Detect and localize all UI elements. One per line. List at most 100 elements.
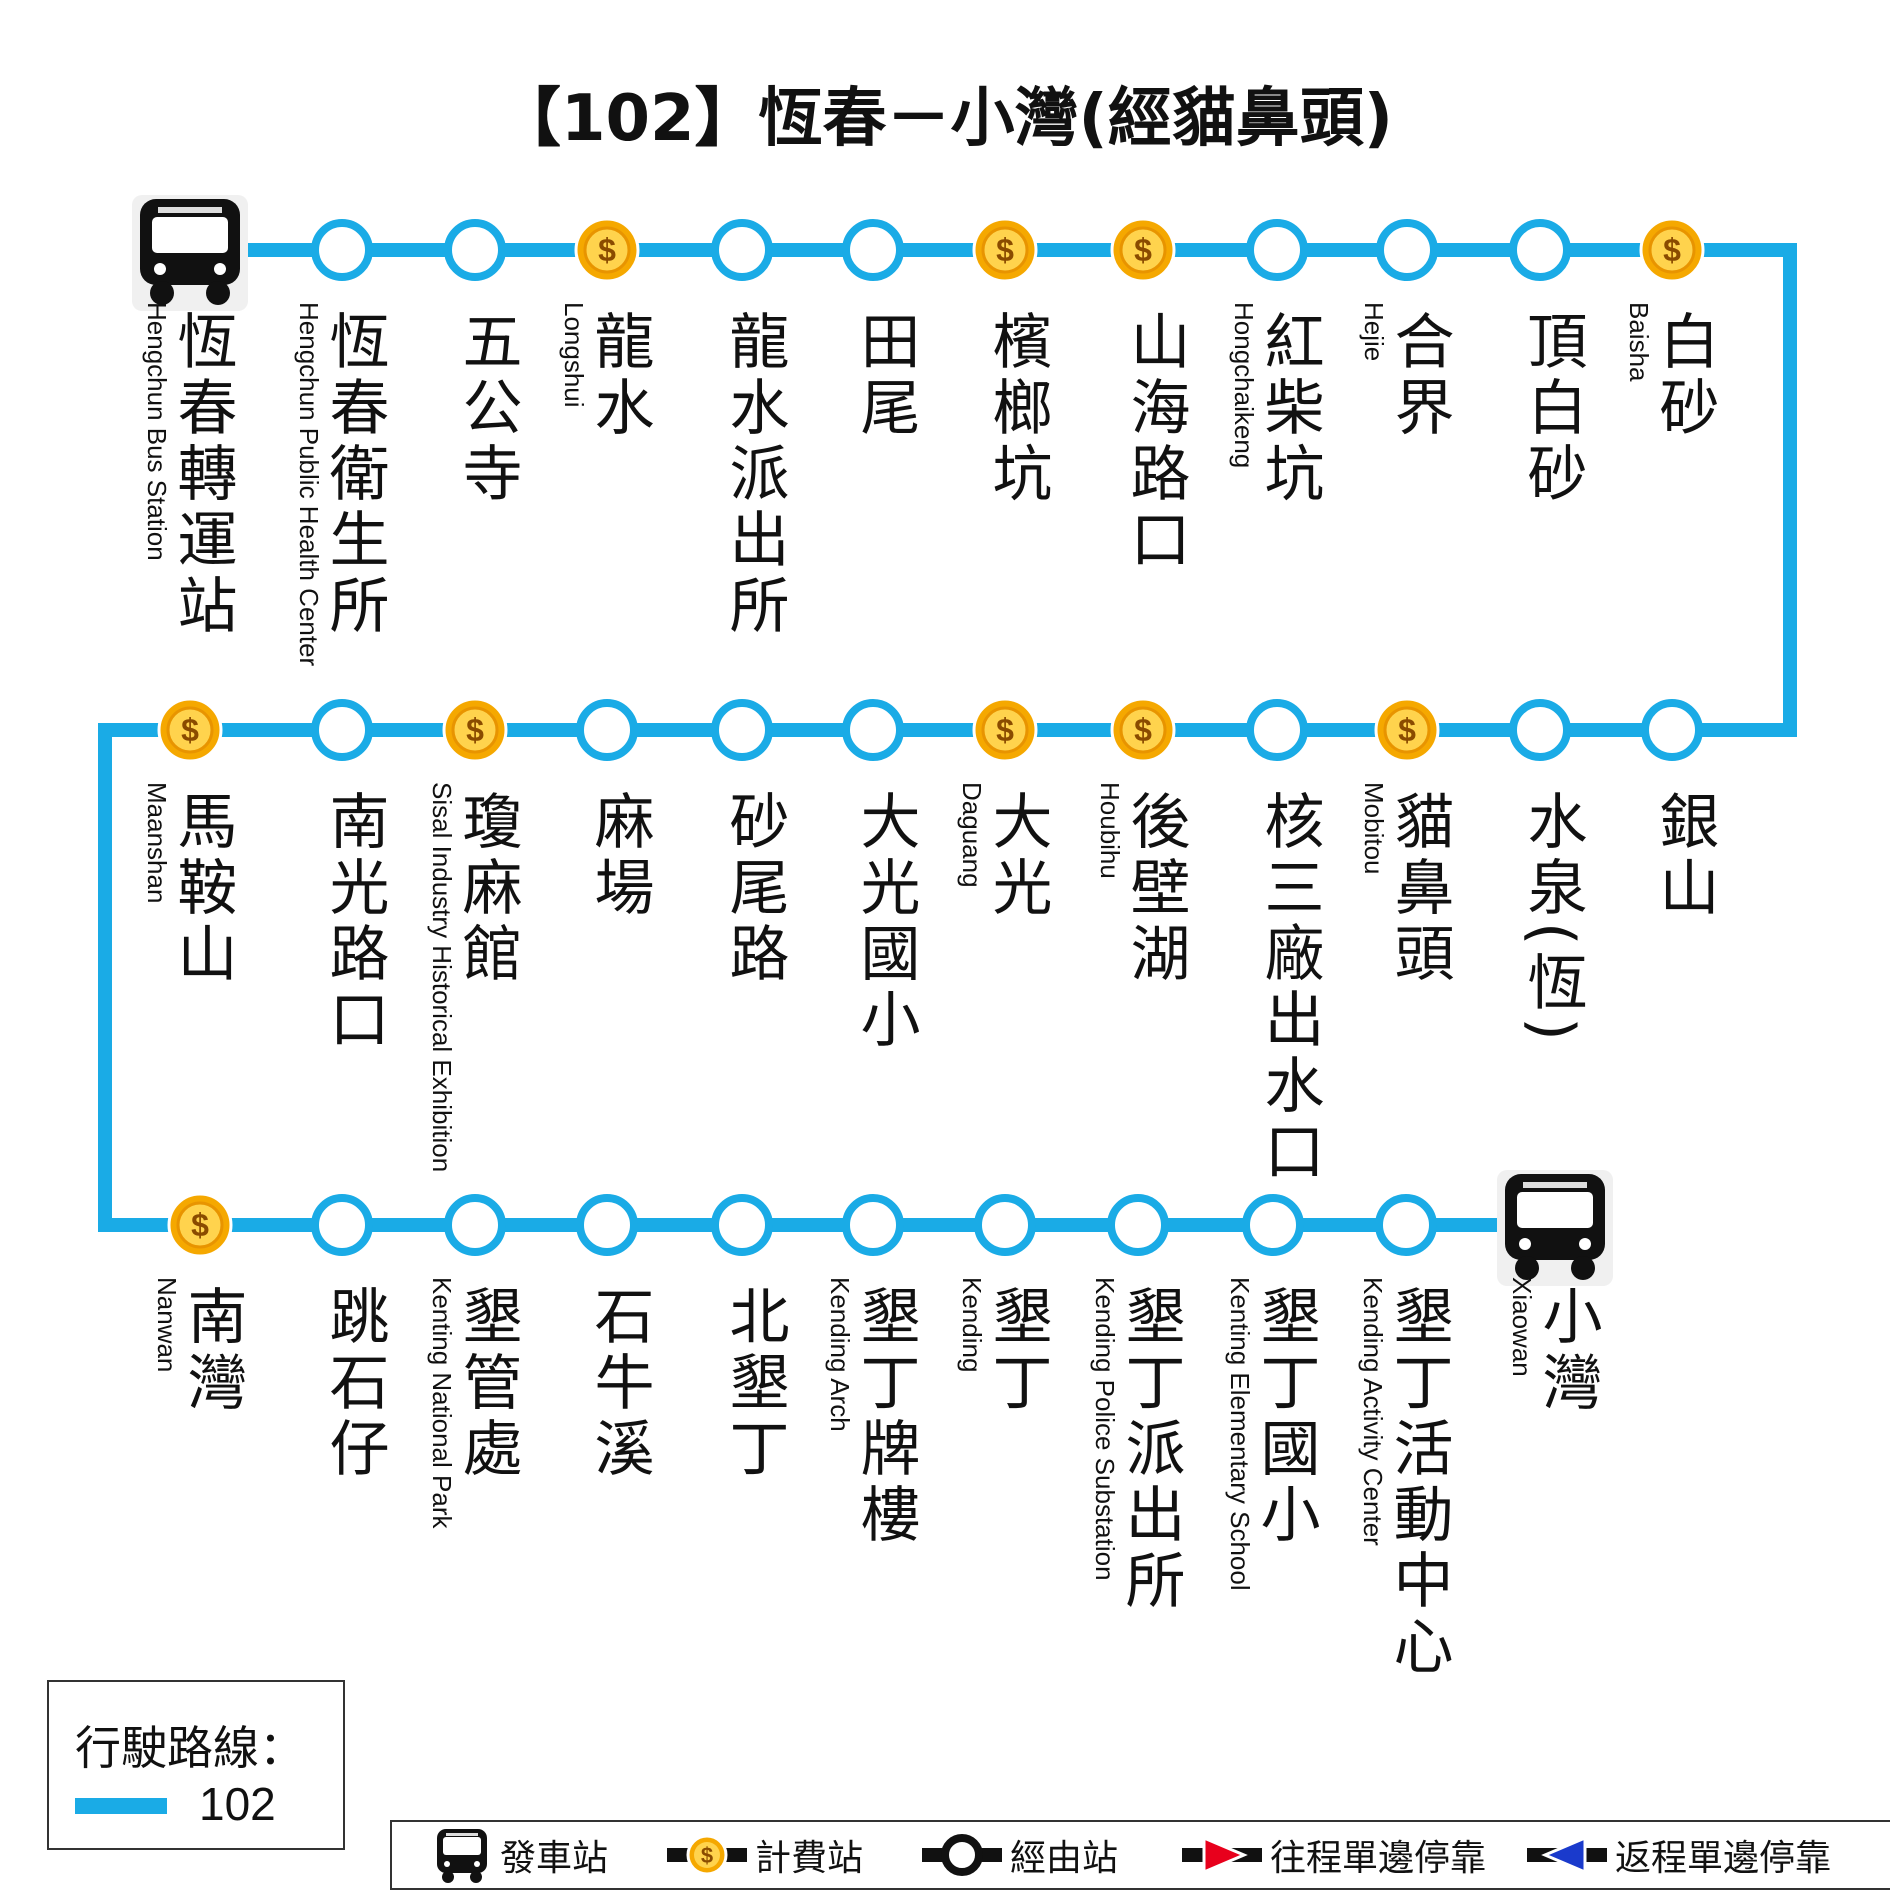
- station-name-zh: 南光路口: [319, 790, 389, 1054]
- stop-marker: [1509, 699, 1571, 761]
- fare-coin-icon: $: [167, 1192, 233, 1258]
- fare-coin-icon: $: [442, 697, 508, 763]
- station-label: 龍水派出所: [719, 310, 789, 640]
- station-name-zh: 山海路口: [1120, 310, 1190, 574]
- station-name-en: Kenting National Park: [427, 1277, 457, 1529]
- station-name-zh: 田尾: [850, 310, 920, 442]
- station-name-zh: 龍水: [584, 310, 654, 442]
- stop-marker: [842, 1194, 904, 1256]
- stop-marker: [576, 1194, 638, 1256]
- station-name-zh: 檳榔坑: [982, 310, 1052, 508]
- station-name-en: Nanwan: [152, 1277, 182, 1372]
- stop-marker: [1246, 219, 1308, 281]
- svg-text:$: $: [996, 232, 1014, 268]
- fare-coin-icon: $: [574, 217, 640, 283]
- station-label: 石牛溪: [584, 1285, 654, 1483]
- stop-marker: [1509, 219, 1571, 281]
- stop-marker: [711, 219, 773, 281]
- fare-coin-icon: $: [667, 1834, 747, 1876]
- station-name-zh: 墾丁: [982, 1285, 1052, 1417]
- station-name-en: Sisal Industry Historical Exhibition: [427, 782, 457, 1172]
- station-name-zh: 恆春轉運站: [167, 310, 237, 640]
- station-name-en: Daguang: [957, 782, 987, 888]
- stop-marker-icon: [922, 1834, 1002, 1876]
- stop-marker: [842, 699, 904, 761]
- bus-icon: [437, 1829, 487, 1883]
- station-name-zh: 龍水派出所: [719, 310, 789, 640]
- stop-marker: [311, 219, 373, 281]
- fare-coin-icon: $: [157, 697, 223, 763]
- station-name-zh: 恆春衛生所: [319, 310, 389, 640]
- station-name-zh: 墾管處: [452, 1285, 522, 1483]
- station-label: 銀山: [1649, 790, 1719, 922]
- stop-marker: [1641, 699, 1703, 761]
- station-name-zh: 頂白砂: [1517, 310, 1587, 508]
- station-label: 砂尾路: [719, 790, 789, 988]
- svg-text:$: $: [191, 1207, 209, 1243]
- key-outbound: 往程單邊停靠: [1182, 1822, 1486, 1888]
- stop-marker: [444, 1194, 506, 1256]
- key-terminal: 發車站: [432, 1822, 608, 1888]
- station-name-zh: 跳石仔: [319, 1285, 389, 1483]
- svg-text:$: $: [1398, 712, 1416, 748]
- station-name-en: Hengchun Bus Station: [142, 302, 172, 561]
- stop-marker: [1246, 699, 1308, 761]
- station-name-zh: 白砂: [1649, 310, 1719, 442]
- stop-marker: [311, 1194, 373, 1256]
- station-name-zh: 後壁湖: [1120, 790, 1190, 988]
- svg-text:$: $: [1134, 712, 1152, 748]
- station-name-zh: 瓊麻館: [452, 790, 522, 988]
- key-stop-label: 經由站: [1010, 1838, 1119, 1879]
- page-title: 【102】恆春－小灣(經貓鼻頭): [497, 82, 1393, 156]
- svg-text:$: $: [181, 712, 199, 748]
- station-name-en: Baisha: [1624, 302, 1654, 382]
- key-terminal-label: 發車站: [500, 1838, 609, 1879]
- station-name-zh: 五公寺: [452, 310, 522, 508]
- legend-title: 行駛路線：: [75, 1721, 305, 1775]
- legend-route-number: 102: [199, 1778, 276, 1830]
- station-label: 頂白砂: [1517, 310, 1587, 508]
- station-name-en: Kenting Elementary School: [1225, 1277, 1255, 1591]
- station-name-en: Kending Activity Center: [1358, 1277, 1388, 1546]
- station-name-zh: 石牛溪: [584, 1285, 654, 1483]
- fare-coin-icon: $: [972, 697, 1038, 763]
- station-name-en: Hongchaikeng: [1229, 302, 1259, 468]
- svg-text:$: $: [466, 712, 484, 748]
- inbound-arrow-icon: [1527, 1835, 1607, 1875]
- fare-coin-icon: $: [1110, 217, 1176, 283]
- station-name-zh: 貓鼻頭: [1384, 790, 1454, 988]
- station-name-zh: 銀山: [1649, 790, 1719, 922]
- svg-text:$: $: [598, 232, 616, 268]
- fare-coin-icon: $: [972, 217, 1038, 283]
- legend-box: 行駛路線： 102: [47, 1680, 345, 1850]
- station-label: 水泉(恆): [1517, 790, 1587, 1047]
- station-name-en: Kending: [957, 1277, 987, 1372]
- stop-marker: [1375, 1194, 1437, 1256]
- fare-coin-icon: $: [1110, 697, 1176, 763]
- stop-marker: [444, 219, 506, 281]
- station-name-en: Longshui: [559, 302, 589, 408]
- station-name-en: Mobitou: [1359, 782, 1389, 875]
- station-name-en: Kending Arch: [825, 1277, 855, 1432]
- key-stop: 經由站: [922, 1822, 1118, 1888]
- station-label: 核三廠出水口: [1254, 790, 1324, 1186]
- legend-route-swatch: [75, 1798, 167, 1814]
- key-inbound-label: 返程單邊停靠: [1615, 1838, 1832, 1879]
- stop-marker: [711, 699, 773, 761]
- station-name-en: Hengchun Public Health Center: [294, 302, 324, 667]
- station-name-zh: 核三廠出水口: [1254, 790, 1324, 1186]
- bus-terminal-icon: [132, 195, 248, 311]
- key-fare-label: 計費站: [755, 1838, 864, 1879]
- station-label: 五公寺: [452, 310, 522, 508]
